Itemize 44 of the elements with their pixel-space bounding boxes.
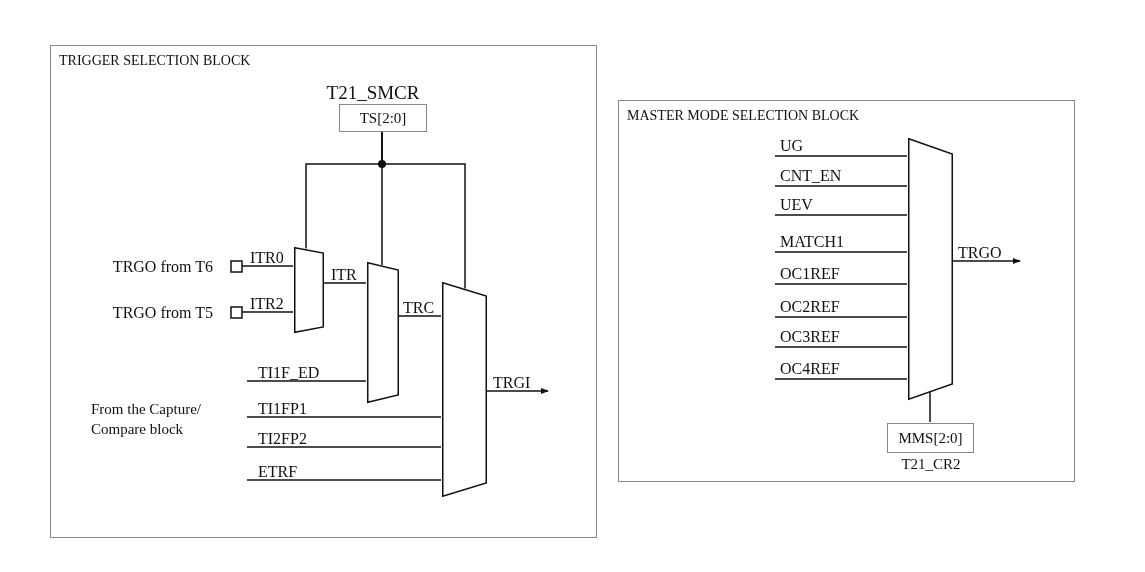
signal-line: [774, 185, 908, 187]
signal-line: [774, 283, 908, 285]
block-title: MASTER MODE SELECTION BLOCK: [627, 107, 860, 124]
signal-label: ITR0: [250, 249, 284, 266]
signal-label: ITR: [331, 266, 357, 283]
signal-label: ETRF: [258, 463, 298, 480]
signal-line: [774, 378, 908, 380]
signal-label: TRGI: [493, 374, 531, 391]
register-field-box: TS[2:0]: [339, 104, 427, 132]
signal-line: [774, 214, 908, 216]
signal-line: [241, 265, 294, 267]
register-name: T21_SMCR: [326, 84, 420, 101]
signal-label: OC3REF: [780, 328, 840, 345]
register-name: T21_CR2: [901, 456, 961, 473]
signal-label: ITR2: [250, 295, 284, 312]
signal-line: [774, 346, 908, 348]
source-note: From the Capture/ Compare block: [91, 399, 231, 439]
signal-line: [246, 416, 442, 418]
register-field-box: MMS[2:0]: [887, 423, 974, 453]
signal-label: TI2FP2: [258, 430, 307, 447]
input-source-label: TRGO from T6: [112, 258, 213, 275]
signal-label: MATCH1: [780, 233, 844, 250]
signal-line: [774, 251, 908, 253]
signal-line: [381, 130, 466, 290]
block-frame: [50, 45, 597, 538]
signal-line: [246, 479, 442, 481]
signal-label: OC2REF: [780, 298, 840, 315]
signal-line: [241, 311, 294, 313]
signal-label: OC1REF: [780, 265, 840, 282]
signal-line: [246, 380, 367, 382]
signal-label: TI1FP1: [258, 400, 307, 417]
signal-label: TI1F_ED: [258, 364, 320, 381]
signal-label: UG: [780, 137, 804, 154]
signal-label: OC4REF: [780, 360, 840, 377]
signal-line: [774, 155, 908, 157]
signal-label: CNT_EN: [780, 167, 842, 184]
signal-label: UEV: [780, 196, 813, 213]
block-frame: [618, 100, 1075, 482]
signal-label: TRGO: [958, 244, 1002, 261]
block-title: TRIGGER SELECTION BLOCK: [59, 52, 251, 69]
signal-line: [774, 316, 908, 318]
signal-line: [246, 446, 442, 448]
input-source-label: TRGO from T5: [112, 304, 213, 321]
signal-label: TRC: [403, 299, 435, 316]
